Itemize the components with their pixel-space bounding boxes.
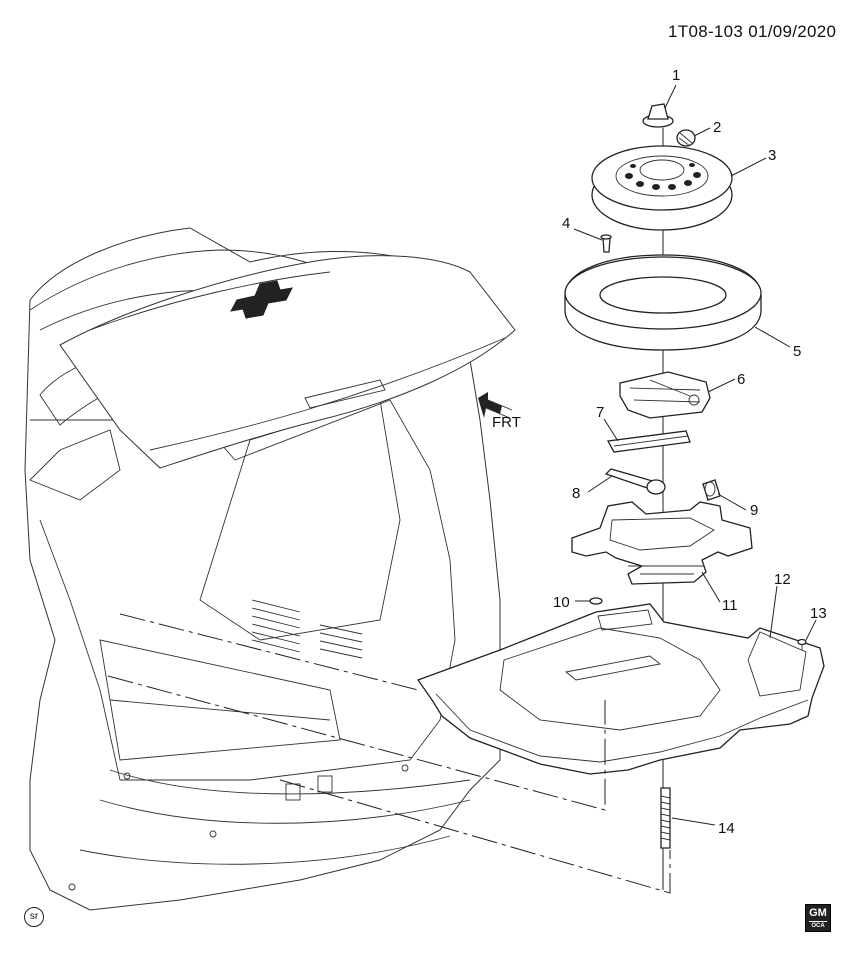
part-9-retainer-knob [702,479,721,501]
part-4-valve-stem [600,234,612,253]
part-13-push-pin [797,638,807,650]
callout-leaders [573,84,817,826]
front-direction-arrow: FRT [478,392,521,431]
callout-5: 5 [793,343,801,360]
gm-logo-badge: GM OCA [805,904,831,932]
callout-11: 11 [722,597,738,614]
callout-8: 8 [572,485,580,502]
part-6-jack [619,371,711,419]
callout-10: 10 [553,594,570,611]
part-14-stud [660,787,671,849]
part-5-spare-tire [564,254,762,351]
part-1-retainer-nut [642,103,674,128]
lift-gate [59,255,516,469]
callout-13: 13 [810,605,827,622]
part-3-spare-wheel [591,145,733,231]
part-12-rear-floor-panel [416,603,825,775]
callout-4: 4 [562,215,570,232]
callout-3: 3 [768,147,776,164]
callout-6: 6 [737,371,745,388]
bowtie-emblem [230,280,293,319]
part-2-cap [676,129,696,147]
callout-1: 1 [672,67,680,84]
gm-logo-subtext: OCA [809,921,827,930]
part-11-storage-tray [571,501,753,585]
callout-14: 14 [718,820,735,837]
callout-9: 9 [750,502,758,519]
front-arrow-label: FRT [492,414,521,431]
part-7-jack-handle [606,430,691,453]
callout-labels: 1 2 3 4 5 6 7 8 9 10 11 12 13 14 [553,67,827,837]
diagram-reference-code: 1T08-103 01/09/2020 [668,22,837,41]
part-10-grommet [589,597,603,605]
callout-2: 2 [713,119,721,136]
sr-symbol-badge: sr [24,907,44,927]
callout-12: 12 [774,571,791,588]
phantom-install-lines [107,613,671,894]
gm-logo-text: GM [809,907,827,919]
part-8-lug-wrench [604,468,666,495]
callout-7: 7 [596,404,604,421]
